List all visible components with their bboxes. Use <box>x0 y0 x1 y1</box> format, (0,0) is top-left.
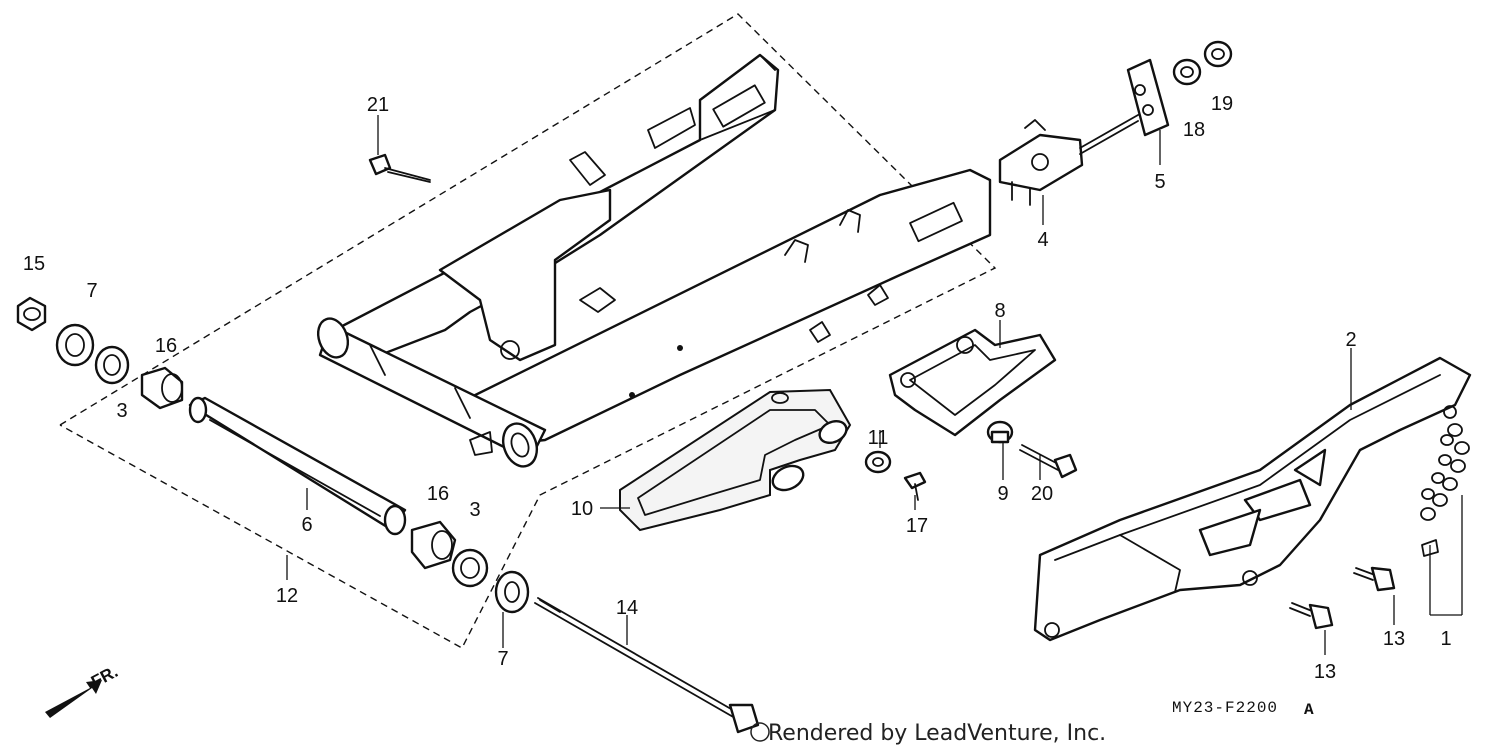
callout-3-upper: 3 <box>116 400 127 422</box>
screw-17 <box>903 471 927 501</box>
diagram-code-text: MY23-F2200 <box>1172 699 1278 717</box>
chain-slider-10 <box>619 388 852 532</box>
watermark-text: Rendered by LeadVenture, Inc. <box>768 721 1106 746</box>
front-direction-arrow: FR. <box>45 662 121 718</box>
leader-lines <box>286 115 1463 655</box>
bolt-13-bottom <box>1289 602 1334 630</box>
nut-15 <box>16 296 47 332</box>
callout-8: 8 <box>994 300 1005 322</box>
callout-14: 14 <box>616 597 638 619</box>
callout-10: 10 <box>571 498 593 520</box>
callout-16-upper: 16 <box>155 335 177 357</box>
callout-2: 2 <box>1345 329 1356 351</box>
callout-19: 19 <box>1211 93 1233 115</box>
diagram-code-suffix: A <box>1304 701 1315 719</box>
callout-5: 5 <box>1154 171 1165 193</box>
dust-seal-7-upper <box>55 323 95 367</box>
bearing-3-lower <box>451 548 489 588</box>
chain-case-2 <box>1033 356 1472 642</box>
nut-19 <box>1203 40 1233 68</box>
nut-18 <box>1172 58 1202 86</box>
watermark: Rendered by LeadVenture, Inc. <box>750 721 1106 746</box>
callout-12: 12 <box>276 585 298 607</box>
callout-1: 1 <box>1440 628 1451 650</box>
callout-16-lower: 16 <box>427 483 449 505</box>
callout-13-bottom: 13 <box>1314 661 1336 683</box>
bearing-3-upper <box>94 345 130 385</box>
collar-9 <box>986 420 1014 444</box>
callout-7-lower: 7 <box>497 648 508 670</box>
bolt-20 <box>1019 444 1078 479</box>
callout-4: 4 <box>1037 229 1048 251</box>
bolt-21 <box>368 153 431 183</box>
callout-15: 15 <box>23 253 45 275</box>
callout-7-upper: 7 <box>86 280 97 302</box>
swingarm <box>316 53 992 468</box>
callout-13-right: 13 <box>1383 628 1405 650</box>
dust-seal-7-lower <box>494 570 530 614</box>
chain-guide-8 <box>888 328 1057 437</box>
callout-6: 6 <box>301 514 312 536</box>
callout-labels: 1 2 3 3 4 5 6 7 7 8 9 10 11 12 13 13 14 … <box>23 93 1452 683</box>
callout-20: 20 <box>1031 483 1053 505</box>
pivot-bolt-14 <box>534 597 760 734</box>
callout-9: 9 <box>997 483 1008 505</box>
callout-11: 11 <box>868 427 889 449</box>
pivot-collar-6 <box>188 396 407 536</box>
assembly-outline <box>59 13 997 649</box>
diagram-code: MY23-F2200 A <box>1172 699 1315 719</box>
callout-18: 18 <box>1183 119 1205 141</box>
chain-adjuster-4 <box>998 114 1139 206</box>
needle-bearing-16-upper <box>140 366 184 410</box>
callout-21: 21 <box>367 94 389 116</box>
drive-chain-1 <box>1420 423 1470 557</box>
collar-11 <box>864 450 892 474</box>
bolt-13-right <box>1353 566 1396 592</box>
needle-bearing-16-lower <box>410 520 457 570</box>
adjuster-plate-5 <box>1126 58 1170 137</box>
callout-17: 17 <box>906 515 928 537</box>
callout-3-lower: 3 <box>469 499 480 521</box>
